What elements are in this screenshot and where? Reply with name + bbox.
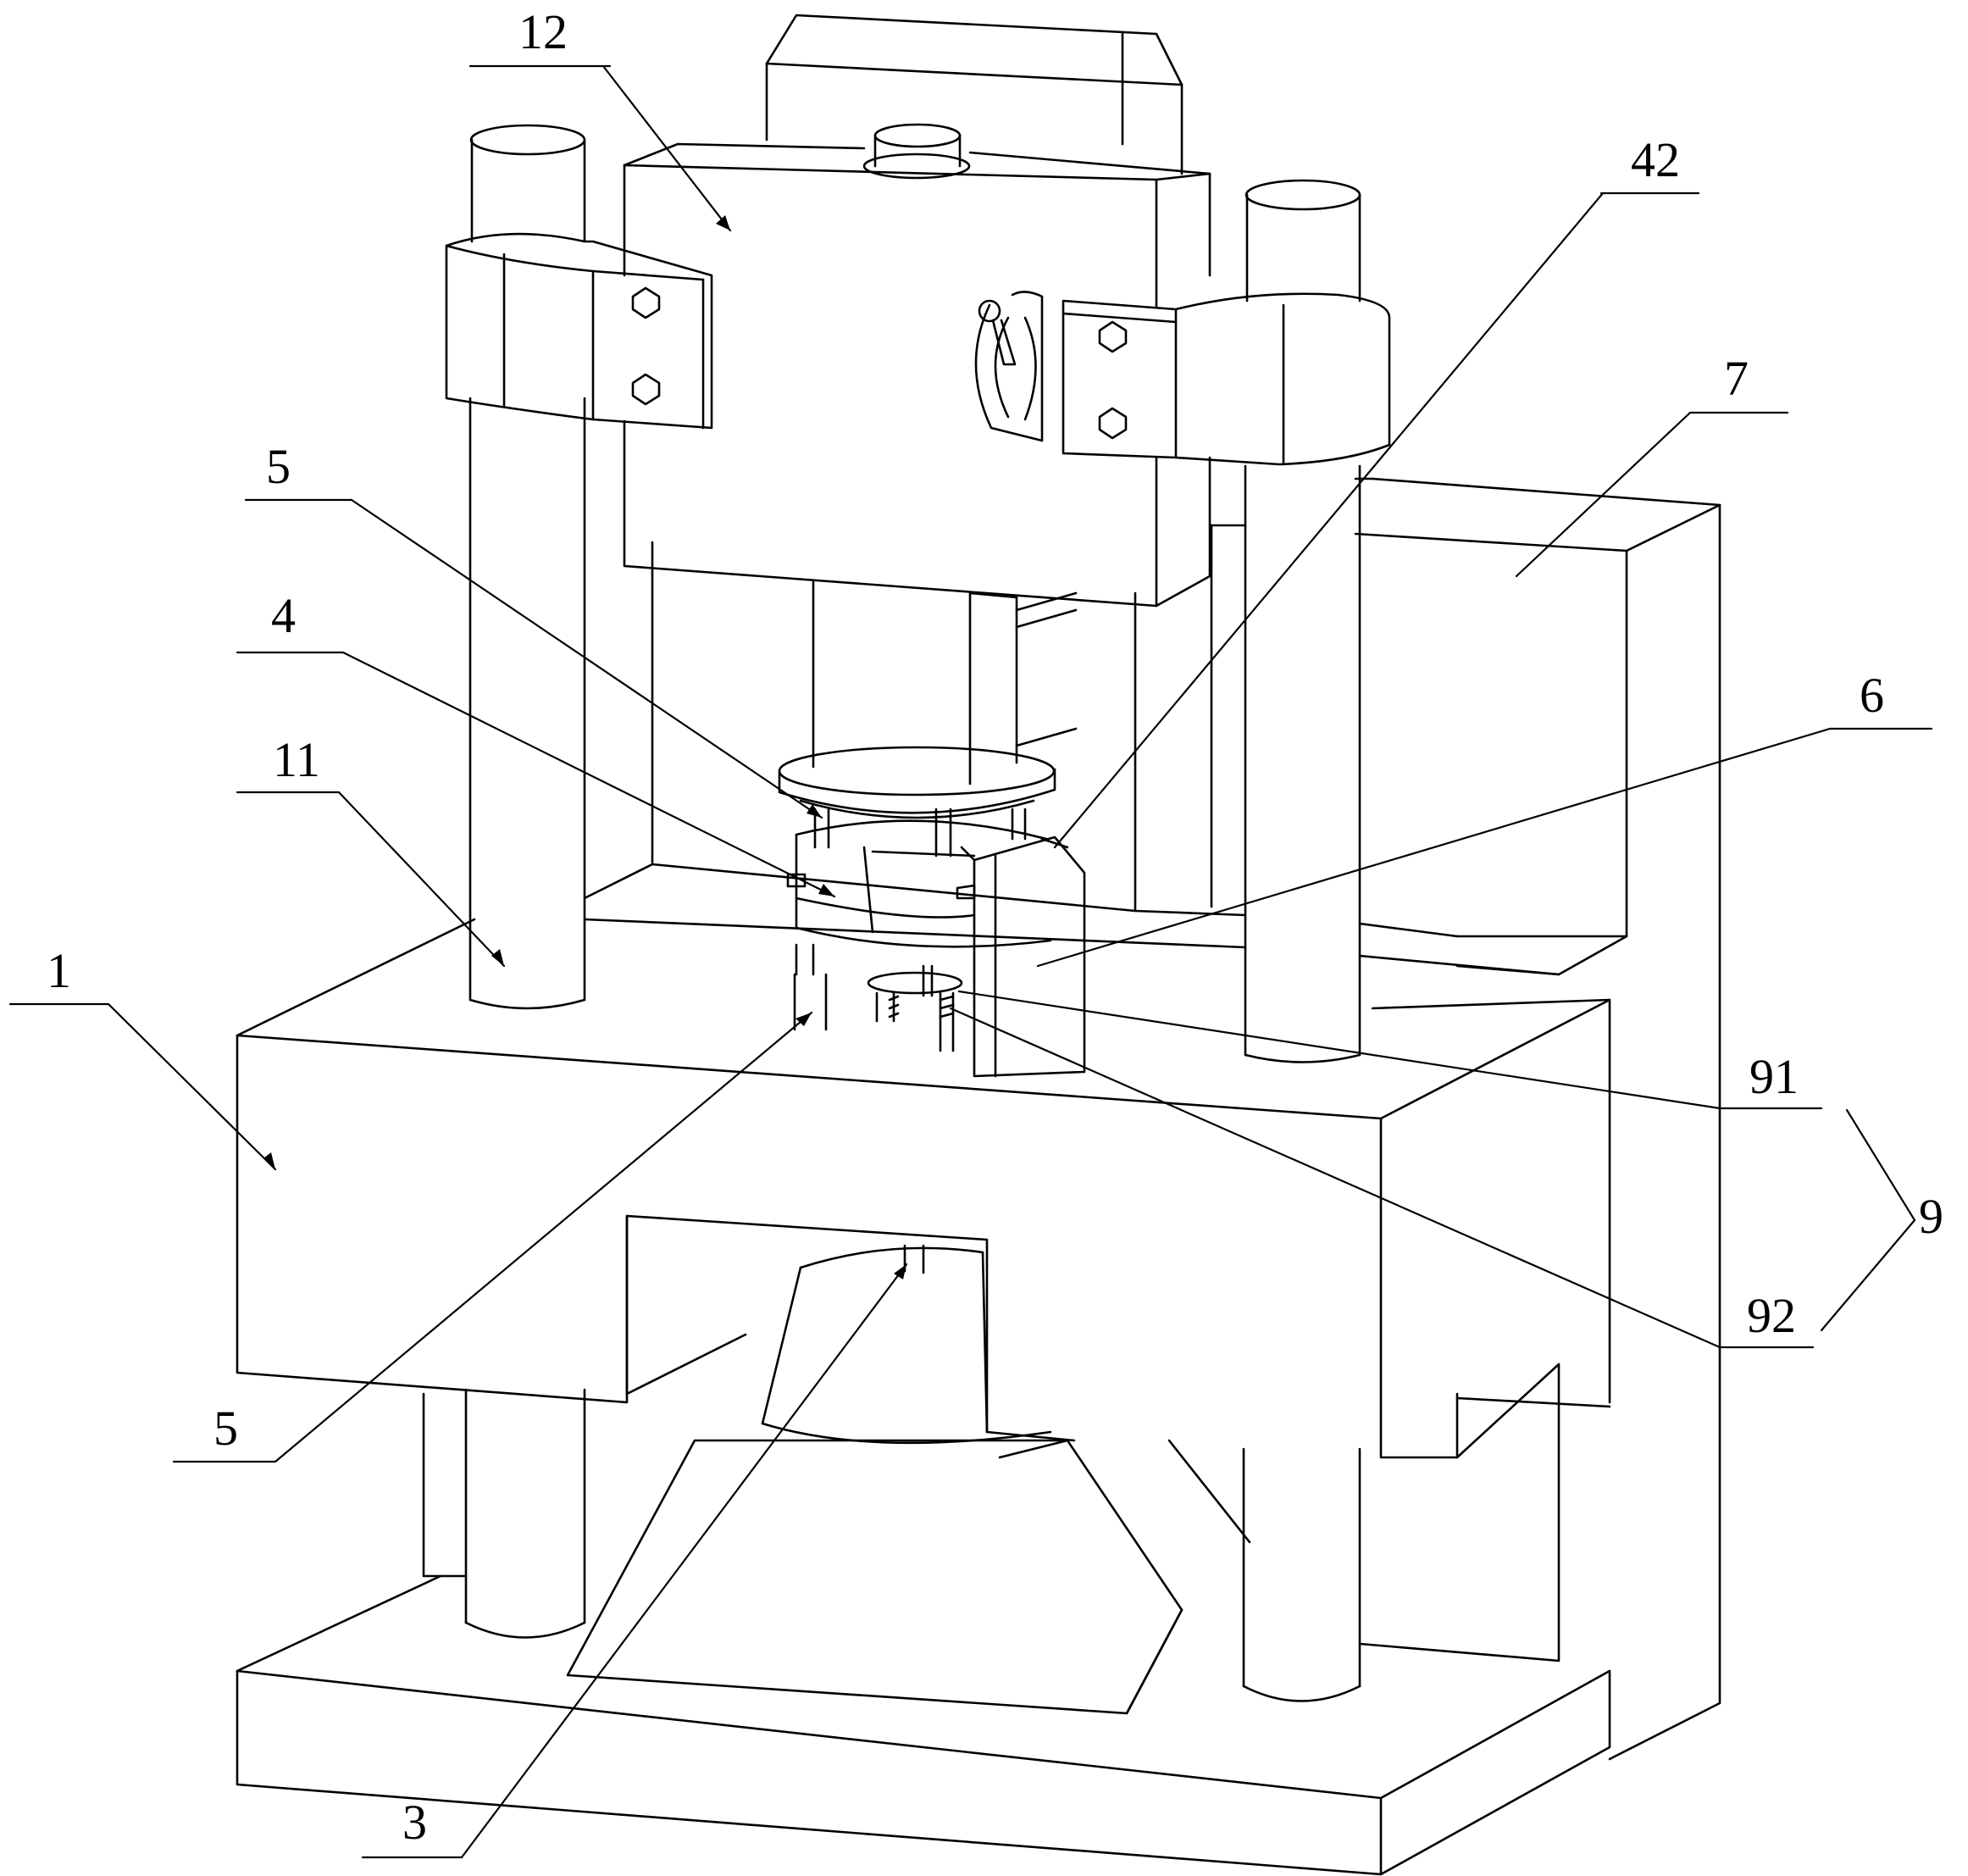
- label-92: 92: [1747, 1288, 1796, 1343]
- left-clamp-block: [445, 232, 713, 430]
- left-guide-rod-part-5: [793, 943, 828, 1031]
- reference-labels: 12 42 7 5 4 6 11 1 91 9 92 5 3: [47, 4, 1943, 1850]
- motor-housing: [765, 14, 1184, 175]
- punch-head-part-4: [778, 746, 1069, 948]
- ram: [812, 579, 1078, 785]
- label-9: 9: [1919, 1189, 1943, 1244]
- middle-guide-plate: [583, 524, 1561, 976]
- spring-assembly-part-9: [867, 964, 963, 1052]
- label-4: 4: [271, 588, 296, 643]
- label-6: 6: [1860, 668, 1884, 723]
- right-guide-column-part-11: [1244, 179, 1361, 1063]
- lower-die-hopper: [566, 1439, 1251, 1715]
- lower-right-column: [1242, 1447, 1361, 1702]
- rear-frame-part-7: [1354, 477, 1721, 1761]
- label-5-upper: 5: [266, 439, 291, 494]
- label-7: 7: [1724, 351, 1749, 406]
- label-91: 91: [1749, 1049, 1799, 1104]
- label-3: 3: [402, 1795, 427, 1850]
- right-clamp-block: [1062, 292, 1391, 466]
- left-guide-column-part-11: [468, 124, 586, 1010]
- arrowheads: [263, 215, 906, 1279]
- upper-crosshead-part-12: [623, 123, 1211, 608]
- label-42: 42: [1631, 132, 1680, 187]
- leader-lines: [8, 64, 1933, 1859]
- main-bed-part-1: [236, 918, 1611, 1459]
- lower-left-column: [464, 1388, 586, 1639]
- side-plate-part-6: [956, 835, 1086, 1078]
- lower-frame: [422, 1363, 1561, 1662]
- label-12: 12: [518, 4, 568, 59]
- base-plate: [236, 1574, 1611, 1876]
- label-1: 1: [47, 943, 71, 998]
- label-11: 11: [273, 732, 320, 787]
- label-5-lower: 5: [213, 1401, 238, 1456]
- lever-switch: [974, 291, 1044, 442]
